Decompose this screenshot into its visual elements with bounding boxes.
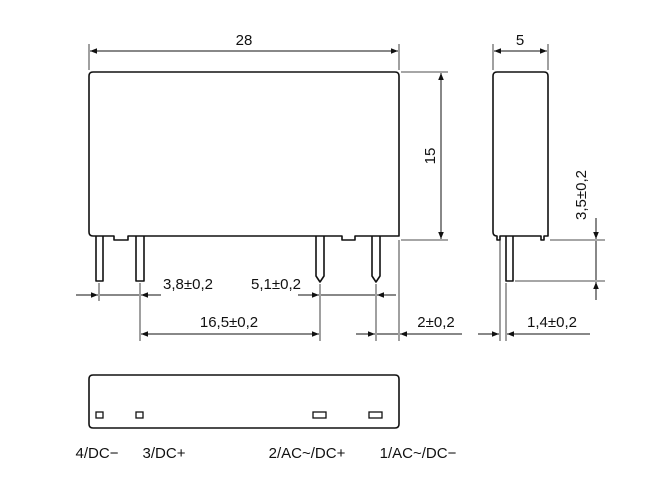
dim-height-label: 15: [422, 148, 439, 165]
pin-label-1: 1/AC~/DC−: [380, 445, 457, 462]
dim-height: 15: [401, 71, 448, 241]
dim-pin-height: 3,5±0,2: [515, 170, 605, 300]
dim-side-offset: 1,4±0,2: [478, 240, 590, 341]
front-pin-4: [95, 236, 104, 282]
side-pin: [505, 236, 514, 282]
dim-pitch-2-1-label: 5,1±0,2: [251, 276, 301, 293]
side-body-outline: [492, 71, 549, 241]
front-view: [88, 71, 400, 283]
bottom-pad-2: [312, 411, 327, 419]
pin-label-4: 4/DC−: [76, 445, 119, 462]
pin-label-2: 2/AC~/DC+: [269, 445, 346, 462]
dim-side-offset-label: 1,4±0,2: [527, 314, 577, 331]
dim-length-label: 28: [236, 32, 253, 49]
front-pin-2: [315, 236, 325, 283]
dim-width: 5: [492, 32, 549, 70]
dim-span-label: 16,5±0,2: [200, 314, 258, 331]
front-pin-1: [371, 236, 381, 283]
dim-pin-height-label: 3,5±0,2: [573, 170, 590, 220]
bottom-pad-4: [95, 411, 104, 419]
side-view: [492, 71, 549, 282]
bottom-view: [88, 374, 400, 429]
dim-width-label: 5: [516, 32, 524, 49]
front-dimension-lines: [76, 240, 462, 341]
pin-label-3: 3/DC+: [143, 445, 186, 462]
dim-end-offset-label: 2±0,2: [417, 314, 454, 331]
dim-length: 28: [88, 32, 400, 70]
front-body-outline: [88, 71, 400, 241]
dim-pitch-4-3-label: 3,8±0,2: [163, 276, 213, 293]
pin-labels: 4/DC− 3/DC+ 2/AC~/DC+ 1/AC~/DC−: [76, 445, 457, 462]
bottom-pad-1: [368, 411, 383, 419]
front-pin-3: [135, 236, 145, 282]
bottom-pad-3: [135, 411, 144, 419]
bottom-body-outline: [88, 374, 400, 429]
